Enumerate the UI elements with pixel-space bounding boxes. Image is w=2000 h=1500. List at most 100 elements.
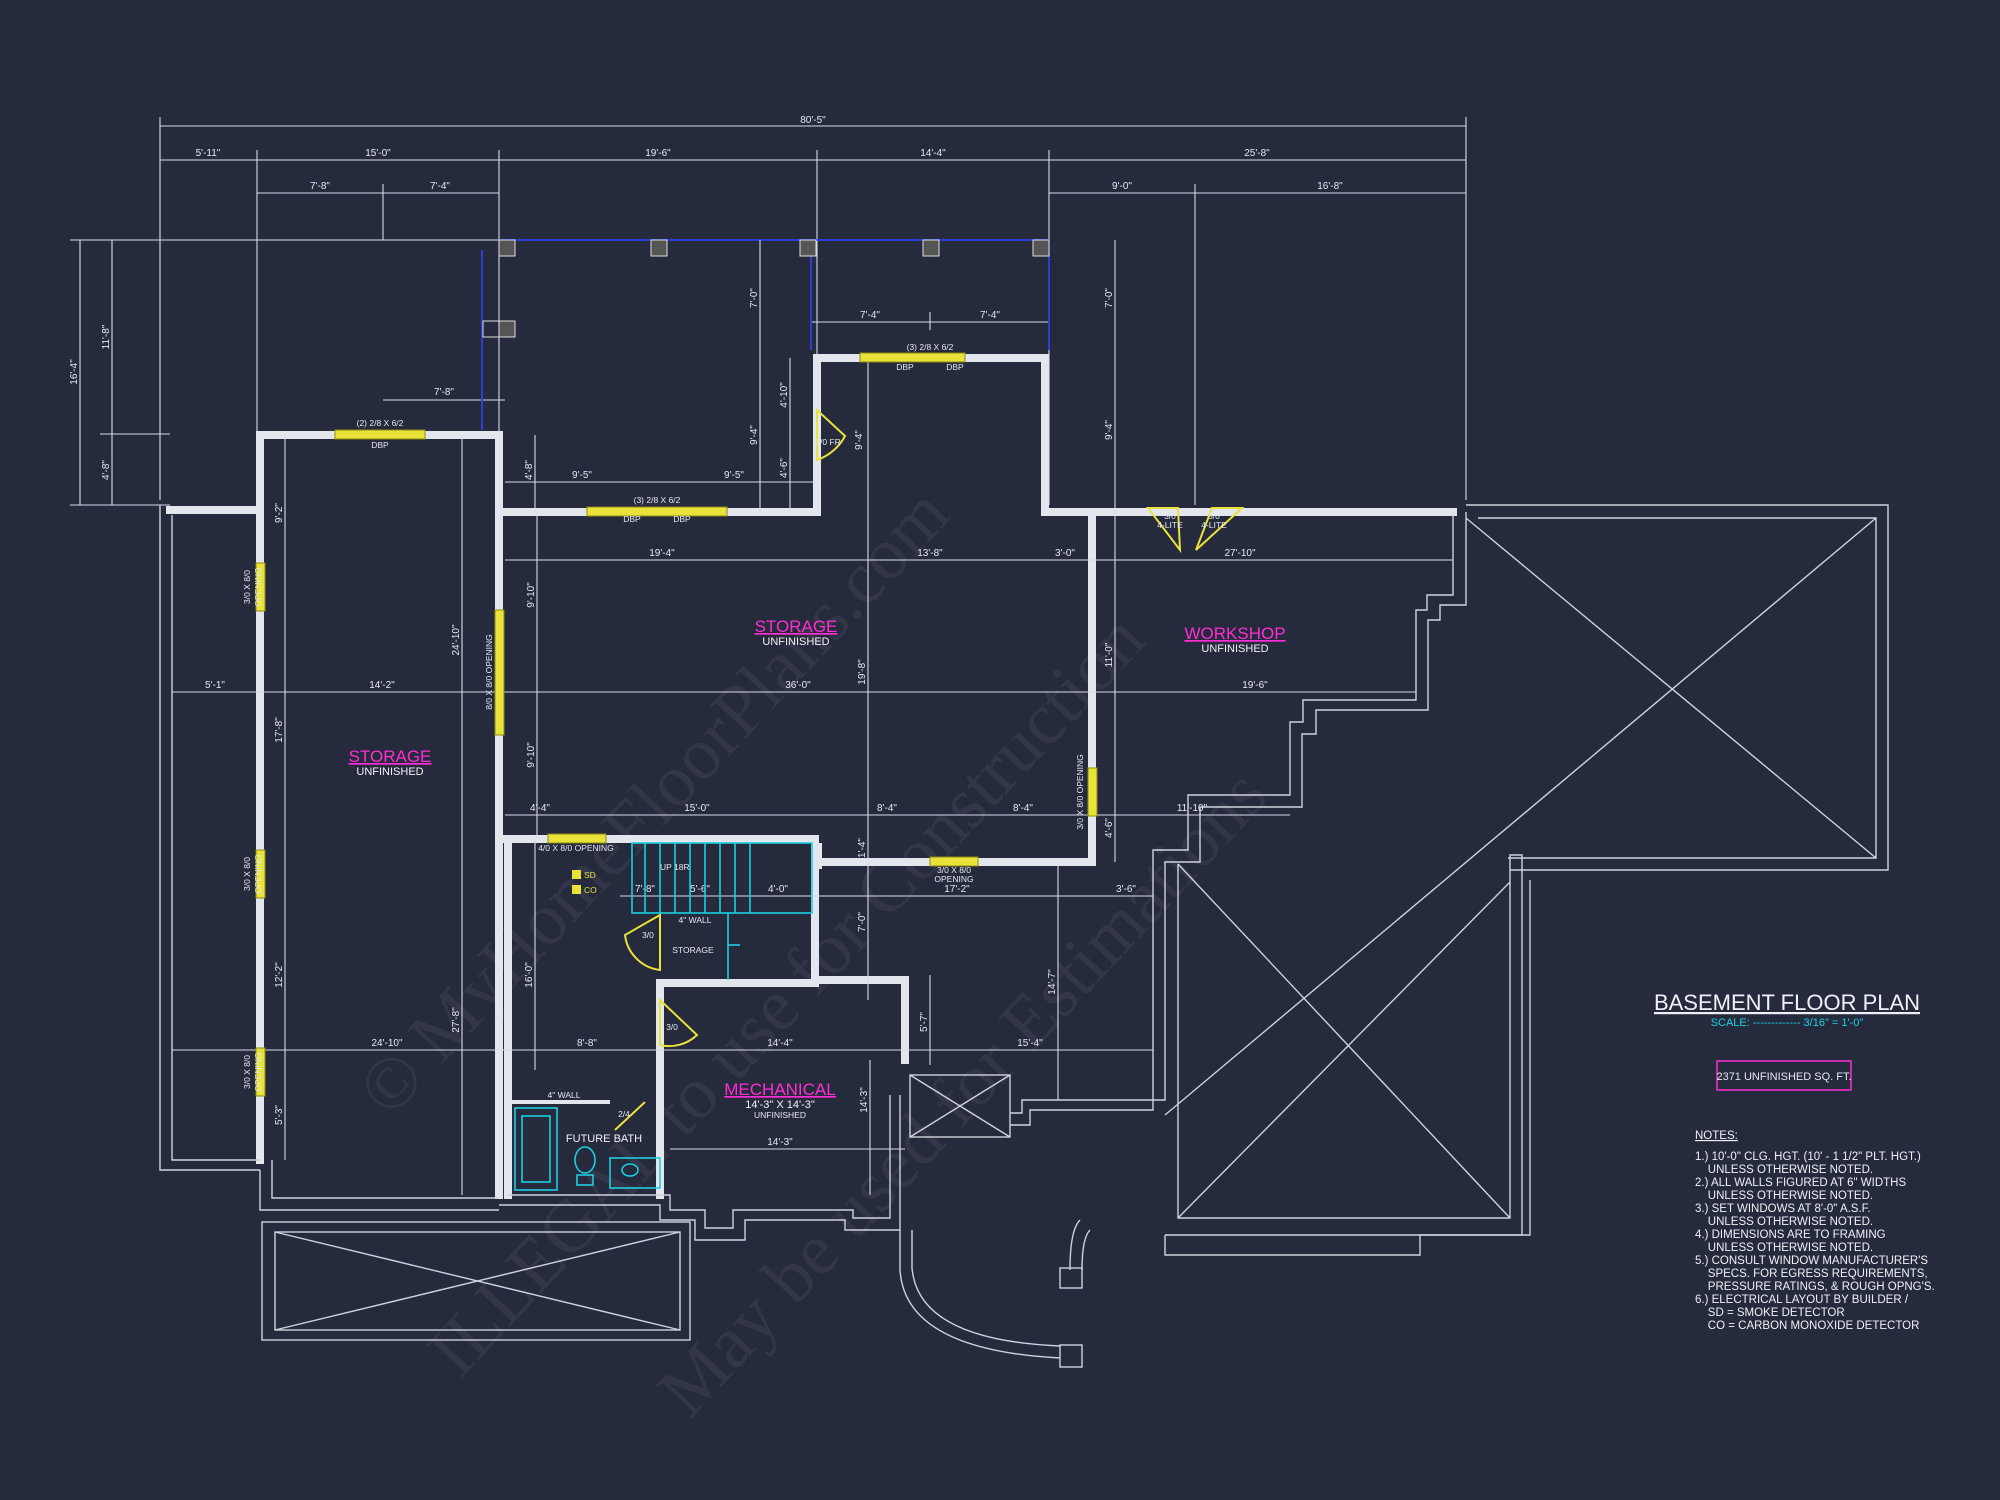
dim-v-14-3: 14'-3" xyxy=(859,1087,870,1113)
opening-center xyxy=(494,609,505,736)
wall-note: 4" WALL xyxy=(548,1090,581,1100)
opening-lower xyxy=(929,856,979,867)
note-line: 2.) ALL WALLS FIGURED AT 6" WIDTHS xyxy=(1695,1177,1906,1189)
foundation-outline xyxy=(159,505,1467,1241)
dim-vm-5: 9'-4" xyxy=(854,430,865,450)
door-label: 3/0 xyxy=(666,1022,678,1032)
slab-areas xyxy=(1164,504,1889,1256)
dim-c1: 5'-1" xyxy=(205,680,225,691)
dim-b1: 19'-4" xyxy=(649,548,675,559)
opening-label: 8/0 X 8/0 OPENING xyxy=(484,634,494,710)
dim-top-4: 14'-4" xyxy=(920,148,946,159)
dim-col-3: 12'-2" xyxy=(274,962,285,988)
room-storage-west: STORAGE xyxy=(349,747,432,766)
dim-v-9a: 9'-10" xyxy=(526,582,537,608)
window-sub: DBP xyxy=(623,514,641,524)
smoke-detector-icon xyxy=(572,870,581,879)
dim-e3: 4'-0" xyxy=(768,884,788,895)
dim-top-1: 5'-11" xyxy=(196,148,221,159)
dim-second-4: 16'-8" xyxy=(1317,181,1343,192)
opening-label: 4/0 X 8/0 OPENING xyxy=(538,843,614,853)
watermark-line-1: © MyHomeFloorPlans.com xyxy=(342,472,965,1131)
post xyxy=(799,239,817,257)
post xyxy=(1032,239,1050,257)
dim-vm-8: 4'-8" xyxy=(524,460,535,480)
dim-vm-6: 7'-0" xyxy=(1104,288,1115,308)
dim-inner-top-3: 7'-8" xyxy=(434,387,454,398)
door-bath xyxy=(614,1101,646,1131)
windows: (2) 2/8 X 6/2 DBP (3) 2/8 X 6/2 DBP DBP … xyxy=(334,342,966,524)
left-dimensions: 16'-4" 11'-8" 4'-8" xyxy=(69,239,500,506)
title-block: BASEMENT FLOOR PLAN SCALE: -------------… xyxy=(1654,990,1920,1091)
dim-vm-4: 4'-6" xyxy=(779,458,790,478)
bath-fixtures: 4" WALL xyxy=(512,1090,661,1191)
under-stair-storage: STORAGE xyxy=(672,945,714,955)
dim-v-11: 11'-0" xyxy=(1104,642,1115,667)
room-workshop-sub: UNFINISHED xyxy=(1201,643,1268,655)
opening-label: OPENING xyxy=(934,874,973,884)
dim-second-2: 7'-4" xyxy=(430,181,450,192)
dim-d4: 8'-4" xyxy=(1013,803,1033,814)
opening-label: 3/0 X 8/0 xyxy=(242,857,252,891)
post xyxy=(922,239,940,257)
dim-f2: 14'-4" xyxy=(767,1038,793,1049)
door-label: 3/0 xyxy=(1208,511,1220,521)
stairs-label: UP 18R xyxy=(660,862,690,872)
dim-col-2: 17'-8" xyxy=(274,717,285,743)
openings: 3/0 X 8/0 OPENING 3/0 X 8/0 OPENING 3/0 … xyxy=(242,407,1245,1131)
dim-left-2: 11'-8" xyxy=(101,324,112,349)
opening-label: 3/0 X 8/0 xyxy=(242,1055,252,1089)
opening-label: OPENING xyxy=(253,854,263,893)
opening-label: 3/0 X 8/0 OPENING xyxy=(1075,754,1085,830)
dim-vm-1: 7'-0" xyxy=(749,288,760,308)
note-line: PRESSURE RATINGS, & ROUGH OPNG'S. xyxy=(1695,1281,1935,1293)
room-mechanical: MECHANICAL xyxy=(724,1080,835,1099)
dim-a1: 9'-5" xyxy=(572,470,592,481)
room-mechanical-sub: UNFINISHED xyxy=(754,1110,806,1120)
dim-e5: 3'-6" xyxy=(1116,884,1136,895)
post xyxy=(498,239,516,257)
window-sub: DBP xyxy=(371,440,389,450)
door-label: 3/0 xyxy=(1164,511,1176,521)
opening-right xyxy=(1087,767,1098,817)
dim-vm-2: 9'-4" xyxy=(749,425,760,445)
room-mechanical-size: 14'-3" X 14'-3" xyxy=(745,1099,815,1111)
dim-d1: 4'-4" xyxy=(530,803,550,814)
room-workshop: WORKSHOP xyxy=(1184,624,1285,643)
door-label: 4-LITE xyxy=(1157,520,1183,530)
vanity xyxy=(609,1157,661,1189)
plan-title: BASEMENT FLOOR PLAN xyxy=(1654,990,1920,1015)
note-line: 6.) ELECTRICAL LAYOUT BY BUILDER / xyxy=(1695,1294,1909,1306)
dim-a2: 9'-5" xyxy=(724,470,744,481)
dim-col-4: 5'-3" xyxy=(274,1105,285,1125)
dim-col-1: 9'-2" xyxy=(274,503,285,523)
window-label: (2) 2/8 X 6/2 xyxy=(357,418,404,428)
dim-v-7: 7'-0" xyxy=(857,912,868,932)
door-3-0-fr xyxy=(816,407,847,462)
room-storage-main: STORAGE xyxy=(755,617,838,636)
dim-f3: 15'-4" xyxy=(1017,1038,1043,1049)
dim-d3: 8'-4" xyxy=(877,803,897,814)
window-north xyxy=(859,352,966,363)
window-west-top xyxy=(334,429,426,440)
deck-outline xyxy=(481,239,1050,430)
toilet xyxy=(574,1146,596,1174)
window-mid xyxy=(586,506,728,517)
dim-b4: 27'-10" xyxy=(1224,548,1255,559)
opening-stairs xyxy=(547,833,607,844)
dim-e4: 17'-2" xyxy=(944,884,970,895)
door-label: 3/0 xyxy=(642,930,654,940)
wall-note: 4" WALL xyxy=(679,915,712,925)
opening-label: OPENING xyxy=(253,1052,263,1091)
co-label: CO xyxy=(584,885,597,895)
dim-top-2: 15'-0" xyxy=(365,148,391,159)
door-label: 4-LITE xyxy=(1201,520,1227,530)
note-line: SD = SMOKE DETECTOR xyxy=(1695,1307,1845,1319)
note-line: SPECS. FOR EGRESS REQUIREMENTS, xyxy=(1695,1268,1928,1280)
dim-top-3: 19'-6" xyxy=(645,148,671,159)
room-future-bath: FUTURE BATH xyxy=(566,1133,642,1145)
dim-v-24: 24'-10" xyxy=(451,624,462,655)
bathtub xyxy=(514,1107,558,1191)
window-sub: DBP xyxy=(946,362,964,372)
plan-scale: SCALE: ------------- 3/16" = 1'-0" xyxy=(1711,1017,1864,1029)
